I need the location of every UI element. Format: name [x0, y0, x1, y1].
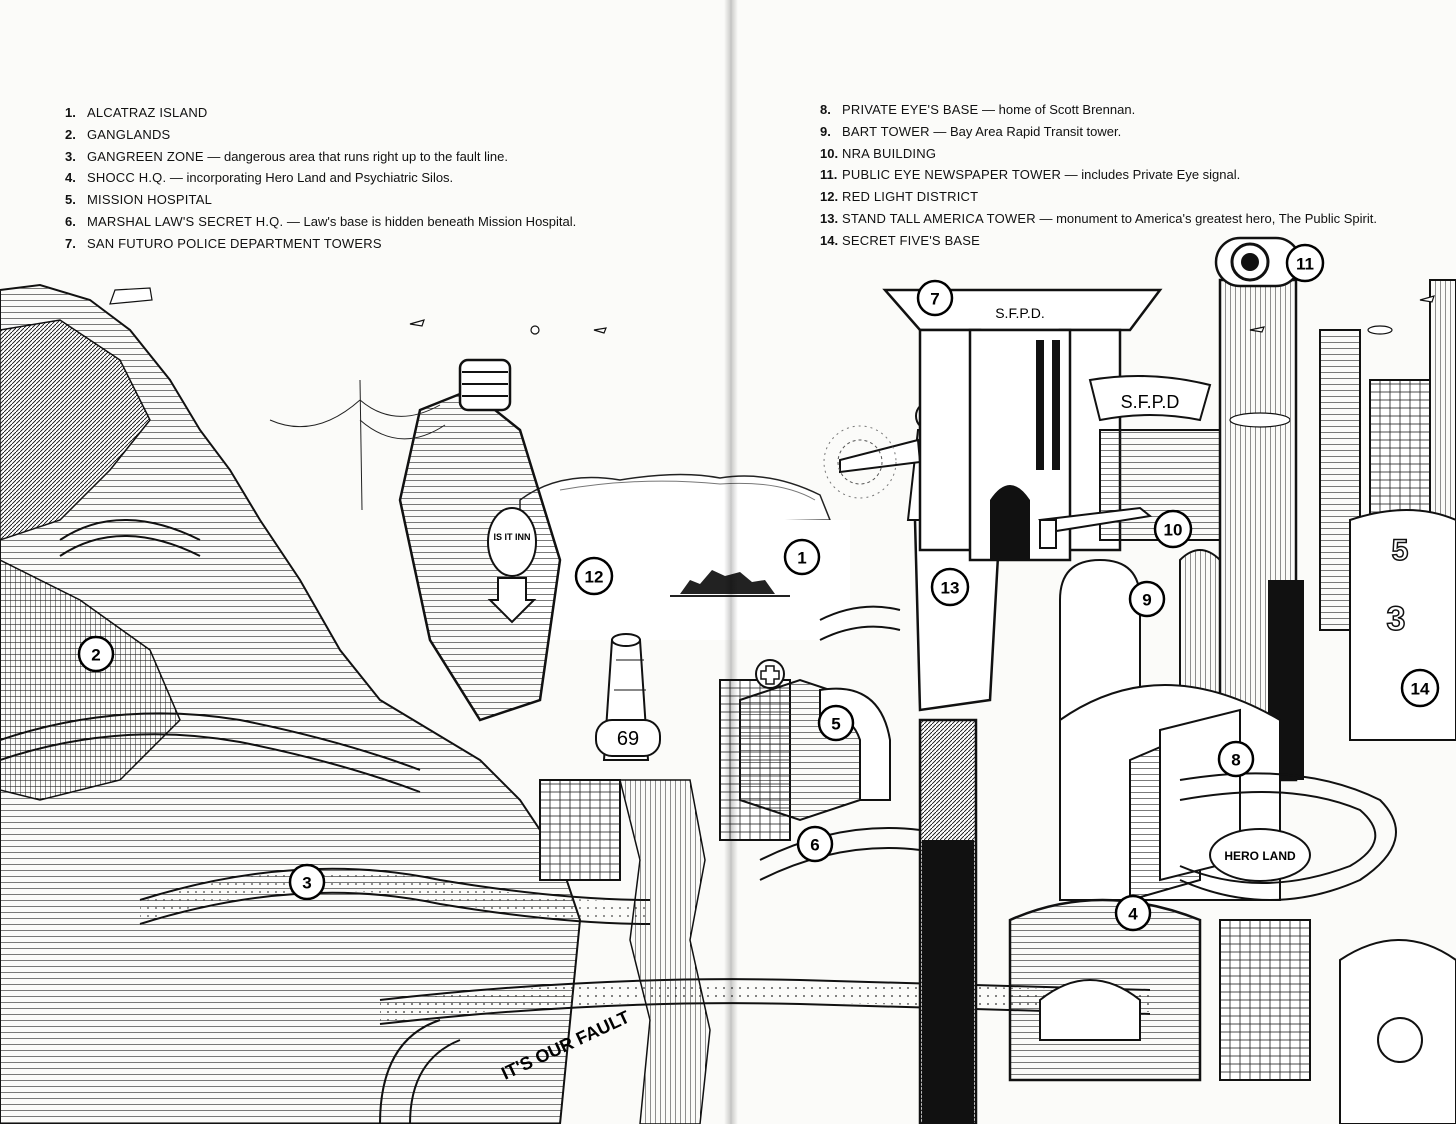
roads-right: [759, 605, 921, 881]
svg-text:2: 2: [91, 646, 100, 665]
loop-road: [379, 1019, 461, 1124]
power-lines: [269, 379, 446, 511]
fault-crevice: [619, 779, 711, 1124]
svg-text:9: 9: [1142, 591, 1151, 610]
legend-item: 8.PRIVATE EYE'S BASE — home of Scott Bre…: [820, 102, 1136, 117]
legend-item: 13.STAND TALL AMERICA TOWER — monument t…: [820, 210, 1377, 226]
marker-6: 6: [796, 825, 834, 863]
legend-item: 9.BART TOWER — Bay Area Rapid Transit to…: [820, 123, 1122, 139]
legend-item: 6.MARSHAL LAW'S SECRET H.Q. — Law's base…: [65, 213, 577, 229]
leaning-tower: IS IT INN: [398, 358, 562, 722]
marker-5: 5: [817, 704, 855, 742]
inn-sign: IS IT INN: [493, 532, 530, 542]
legend-item: 10.NRA BUILDING: [820, 145, 937, 161]
legend-item: 1.ALCATRAZ ISLAND: [65, 105, 208, 120]
marker-7: 7: [916, 279, 954, 317]
marker-8: 8: [1217, 740, 1255, 778]
legend-item: 4.SHOCC H.Q. — incorporating Hero Land a…: [65, 170, 454, 186]
hero-land: HERO LAND: [1179, 772, 1397, 901]
marker-4: 4: [1114, 894, 1152, 932]
svg-text:11: 11: [1296, 255, 1314, 274]
svg-text:3: 3: [1387, 600, 1406, 638]
bay-water: [520, 520, 850, 640]
svg-text:6: 6: [810, 836, 819, 855]
legend-item: 14.SECRET FIVE'S BASE: [820, 232, 981, 248]
legend-item: 3.GANGREEN ZONE — dangerous area that ru…: [65, 148, 508, 164]
red-light-tower: 69: [595, 633, 661, 761]
marker-10: 10: [1153, 509, 1193, 549]
nra-building: [1038, 506, 1153, 549]
svg-text:8: 8: [1231, 751, 1240, 770]
alcatraz-island: [670, 570, 790, 597]
legend-item: 11.PUBLIC EYE NEWSPAPER TOWER — includes…: [820, 167, 1241, 183]
svg-text:5: 5: [1392, 534, 1409, 567]
legend-item: 7.SAN FUTURO POLICE DEPARTMENT TOWERS: [65, 235, 382, 251]
marker-9: 9: [1128, 580, 1166, 618]
marker-11: 11: [1285, 243, 1325, 283]
svg-text:14: 14: [1411, 680, 1430, 699]
svg-text:7: 7: [930, 290, 939, 309]
legend-item: 5.MISSION HOSPITAL: [65, 192, 213, 208]
mission-hospital: [739, 659, 891, 822]
svg-text:10: 10: [1164, 521, 1183, 540]
hero-land-sign: HERO LAND: [1224, 849, 1296, 863]
legend-left: 1.ALCATRAZ ISLAND 2.GANGLANDS 3.GANGREEN…: [65, 102, 576, 255]
roads-left: [0, 519, 651, 925]
legend-right: 8.PRIVATE EYE'S BASE — home of Scott Bre…: [820, 99, 1377, 252]
book-gutter: [724, 0, 738, 1124]
marker-13: 13: [930, 567, 970, 607]
marker-2: 2: [77, 635, 115, 673]
svg-text:4: 4: [1128, 905, 1138, 924]
svg-text:13: 13: [941, 579, 960, 598]
svg-text:3: 3: [302, 874, 311, 893]
marker-1: 1: [783, 538, 821, 576]
svg-text:5: 5: [831, 715, 840, 734]
svg-text:12: 12: [585, 568, 604, 587]
right-skyline: 5 3: [1319, 279, 1456, 741]
marker-14: 14: [1400, 668, 1440, 708]
marker-12: 12: [574, 556, 614, 596]
distant-hills: [519, 473, 832, 526]
sfpd-sign-2: S.F.P.D: [1121, 392, 1180, 412]
legend-item: 12.RED LIGHT DISTRICT: [820, 189, 979, 205]
sign-69: 69: [617, 728, 639, 750]
shocc-hq: [1008, 898, 1456, 1124]
map-markers: 1 2 3 4 5 6 7 8 9 10 11 12 13 14: [77, 243, 1440, 932]
marker-3: 3: [288, 863, 326, 901]
svg-text:1: 1: [797, 549, 806, 568]
sky-craft: [109, 287, 1435, 428]
sfpd-sign-1: S.F.P.D.: [995, 305, 1045, 321]
legend-item: 2.GANGLANDS: [65, 126, 171, 142]
